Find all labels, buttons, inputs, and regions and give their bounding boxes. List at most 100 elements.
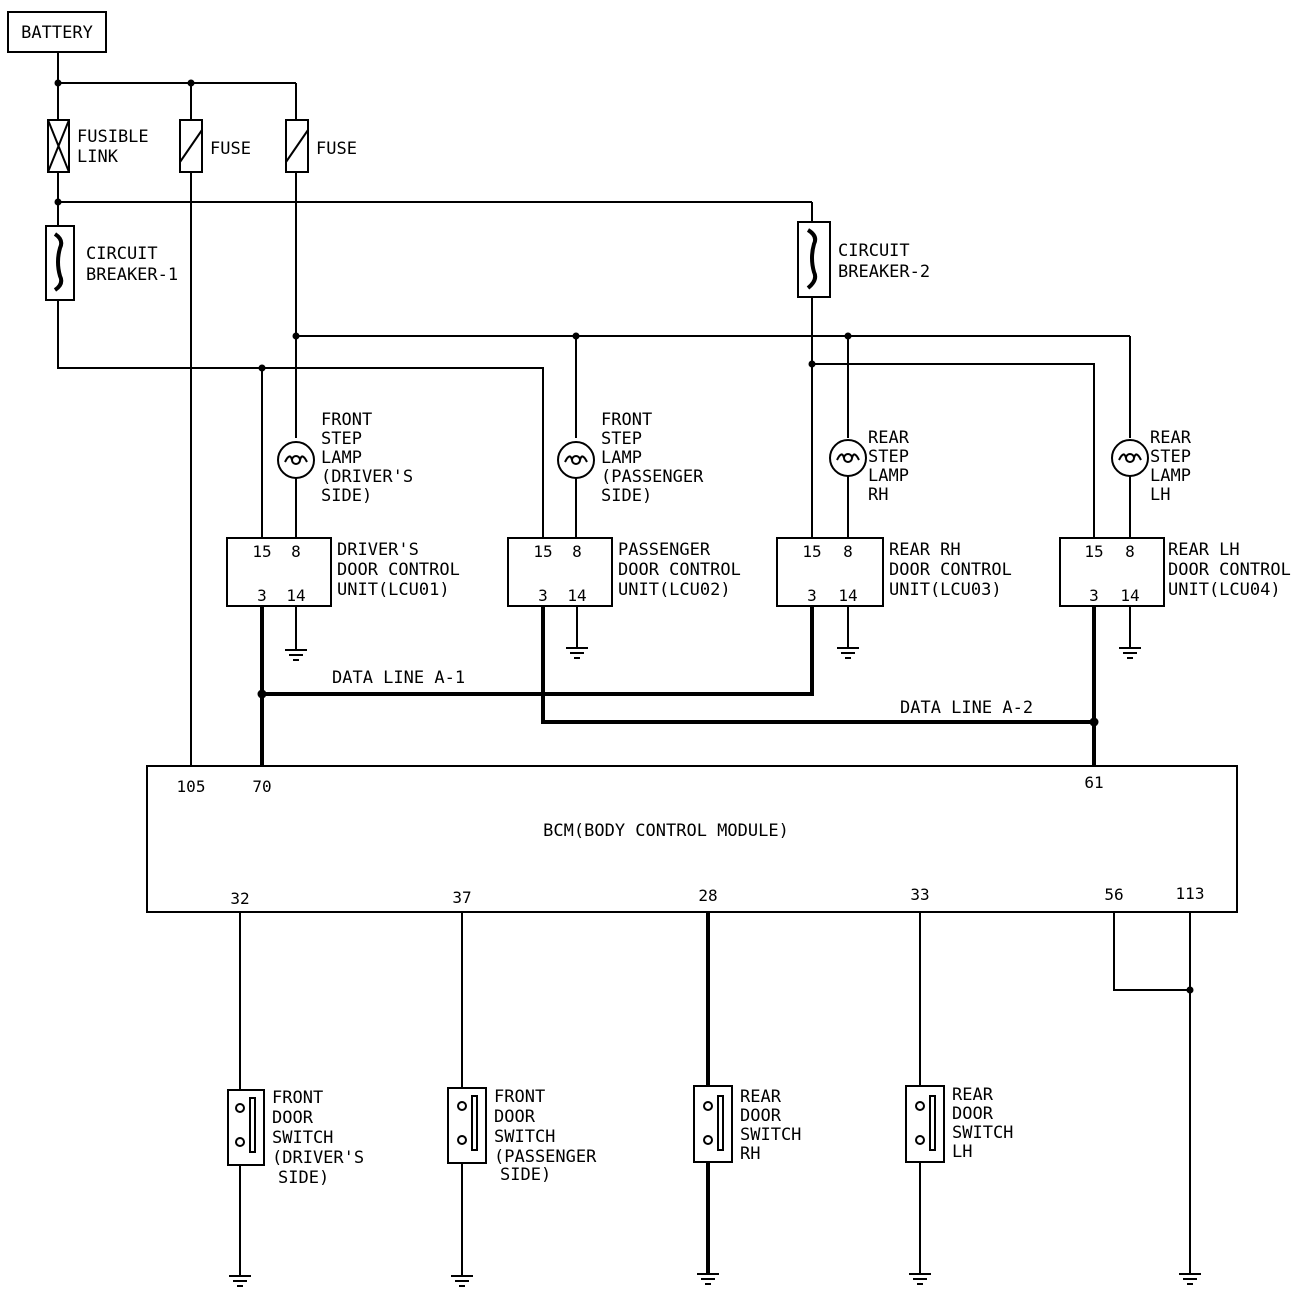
fusible-link-label-2: LINK <box>77 147 119 167</box>
step-lamp-rear-lh: REAR STEP LAMP LH <box>1111 428 1192 505</box>
lcu02-pin-8: 8 <box>572 542 582 561</box>
lcu01-pin-15: 15 <box>252 542 271 561</box>
lcu03-label-1: REAR RH <box>889 540 961 560</box>
lcu04-pin-14: 14 <box>1120 586 1139 605</box>
switch-passenger-label-4: (PASSENGER <box>494 1147 597 1167</box>
lcu02-pin-3: 3 <box>538 586 548 605</box>
step-lamp-rear-rh-label-3: LAMP <box>868 466 909 486</box>
door-switch-rear-rh: REAR DOOR SWITCH RH <box>693 912 801 1285</box>
lcu04-pin-15: 15 <box>1084 542 1103 561</box>
step-lamp-rear-lh-label-2: STEP <box>1150 447 1191 467</box>
circuit-breaker-1-label-1: CIRCUIT <box>86 244 158 264</box>
lcu04-label-3: UNIT(LCU04) <box>1168 580 1281 600</box>
lcu03-pin-8: 8 <box>843 542 853 561</box>
step-lamp-drivers-label-1: FRONT <box>321 410 372 430</box>
switch-passenger-label-5: SIDE) <box>500 1165 551 1185</box>
bcm-pin-113: 113 <box>1176 884 1205 903</box>
step-lamp-rear-lh-label-1: REAR <box>1150 428 1192 448</box>
bcm-pin-32: 32 <box>230 889 249 908</box>
step-lamp-passenger-label-5: SIDE) <box>601 486 652 506</box>
switch-drivers-label-5: SIDE) <box>278 1168 329 1188</box>
fusible-link-label-1: FUSIBLE <box>77 127 149 147</box>
lcu01-pin-3: 3 <box>257 586 267 605</box>
door-switch-front-drivers: FRONT DOOR SWITCH (DRIVER'S SIDE) <box>227 912 364 1287</box>
door-control-unit-lcu04: 15 8 3 14 REAR LH DOOR CONTROL UNIT(LCU0… <box>1059 537 1291 607</box>
step-lamp-drivers-label-5: SIDE) <box>321 486 372 506</box>
switch-passenger-label-3: SWITCH <box>494 1127 555 1147</box>
step-lamp-rear-rh: REAR STEP LAMP RH <box>829 428 910 505</box>
fusible-link: FUSIBLE LINK <box>47 119 149 173</box>
fuse-1-label: FUSE <box>210 139 251 159</box>
lcu02-pin-14: 14 <box>567 586 586 605</box>
step-lamp-drivers-label-2: STEP <box>321 429 362 449</box>
bcm-label: BCM(BODY CONTROL MODULE) <box>543 821 789 841</box>
bcm-module: 105 70 61 BCM(BODY CONTROL MODULE) 32 37… <box>146 765 1238 913</box>
lcu04-label-1: REAR LH <box>1168 540 1240 560</box>
step-lamp-rear-rh-label-1: REAR <box>868 428 910 448</box>
step-lamp-rear-lh-label-3: LAMP <box>1150 466 1191 486</box>
data-line-a1-label: DATA LINE A-1 <box>332 668 465 688</box>
door-switch-rear-lh: REAR DOOR SWITCH LH <box>905 912 1013 1285</box>
switch-drivers-label-1: FRONT <box>272 1088 323 1108</box>
switch-rear-lh-label-4: LH <box>952 1142 972 1162</box>
fuse-2: FUSE <box>285 119 357 173</box>
step-lamp-passenger-label-2: STEP <box>601 429 642 449</box>
step-lamp-passenger-label-3: LAMP <box>601 448 642 468</box>
step-lamp-drivers-side: FRONT STEP LAMP (DRIVER'S SIDE) <box>277 410 413 506</box>
switch-drivers-label-4: (DRIVER'S <box>272 1148 364 1168</box>
lcu01-pin-8: 8 <box>291 542 301 561</box>
data-line-a2: DATA LINE A-2 <box>541 606 1099 766</box>
step-lamp-passenger-label-4: (PASSENGER <box>601 467 704 487</box>
lcu02-label-2: DOOR CONTROL <box>618 560 741 580</box>
switch-rear-rh-label-2: DOOR <box>740 1106 782 1126</box>
lcu01-label-3: UNIT(LCU01) <box>337 580 450 600</box>
switch-rear-rh-label-3: SWITCH <box>740 1125 801 1145</box>
door-control-unit-lcu02: 15 8 3 14 PASSENGER DOOR CONTROL UNIT(LC… <box>507 537 741 607</box>
bcm-pin-56: 56 <box>1104 885 1123 904</box>
switch-passenger-label-2: DOOR <box>494 1107 536 1127</box>
bcm-pin-33: 33 <box>910 885 929 904</box>
lcu02-label-1: PASSENGER <box>618 540 711 560</box>
circuit-breaker-1: CIRCUIT BREAKER-1 <box>45 225 178 301</box>
lcu04-label-2: DOOR CONTROL <box>1168 560 1291 580</box>
circuit-breaker-2: CIRCUIT BREAKER-2 <box>797 221 930 298</box>
switch-rear-lh-label-3: SWITCH <box>952 1123 1013 1143</box>
battery: BATTERY <box>7 11 107 53</box>
lcu03-pin-14: 14 <box>838 586 857 605</box>
bcm-pin-61: 61 <box>1084 773 1103 792</box>
fuse-2-label: FUSE <box>316 139 357 159</box>
circuit-breaker-2-label-1: CIRCUIT <box>838 241 910 261</box>
lcu02-label-3: UNIT(LCU02) <box>618 580 731 600</box>
switch-passenger-label-1: FRONT <box>494 1087 545 1107</box>
circuit-breaker-2-label-2: BREAKER-2 <box>838 262 930 282</box>
step-lamp-rear-rh-label-2: STEP <box>868 447 909 467</box>
lcu03-pin-15: 15 <box>802 542 821 561</box>
bcm-pin-37: 37 <box>452 888 471 907</box>
step-lamp-drivers-label-4: (DRIVER'S <box>321 467 413 487</box>
step-lamp-rear-lh-label-4: LH <box>1150 485 1170 505</box>
bcm-pin-70: 70 <box>252 777 271 796</box>
lcu03-pin-3: 3 <box>807 586 817 605</box>
unit-grounds <box>285 606 1141 661</box>
data-line-a1: DATA LINE A-1 <box>257 606 814 766</box>
lcu04-pin-8: 8 <box>1125 542 1135 561</box>
door-control-unit-lcu01: 15 8 3 14 DRIVER'S DOOR CONTROL UNIT(LCU… <box>226 537 460 607</box>
bcm-pin-28: 28 <box>698 886 717 905</box>
bcm-ground <box>1113 912 1201 1285</box>
switch-rear-lh-label-1: REAR <box>952 1085 994 1105</box>
bcm-pin-105: 105 <box>177 777 206 796</box>
door-switch-front-passenger: FRONT DOOR SWITCH (PASSENGER SIDE) <box>447 912 597 1287</box>
switch-rear-rh-label-1: REAR <box>740 1087 782 1107</box>
lcu03-label-2: DOOR CONTROL <box>889 560 1012 580</box>
door-control-unit-lcu03: 15 8 3 14 REAR RH DOOR CONTROL UNIT(LCU0… <box>776 537 1012 607</box>
lcu01-label-1: DRIVER'S <box>337 540 419 560</box>
lcu02-pin-15: 15 <box>533 542 552 561</box>
step-lamp-rear-rh-label-4: RH <box>868 485 888 505</box>
lcu01-label-2: DOOR CONTROL <box>337 560 460 580</box>
step-lamp-drivers-label-3: LAMP <box>321 448 362 468</box>
data-line-a2-label: DATA LINE A-2 <box>900 698 1033 718</box>
switch-rear-lh-label-2: DOOR <box>952 1104 994 1124</box>
fuse-1: FUSE <box>179 119 251 173</box>
circuit-breaker-1-label-2: BREAKER-1 <box>86 265 178 285</box>
